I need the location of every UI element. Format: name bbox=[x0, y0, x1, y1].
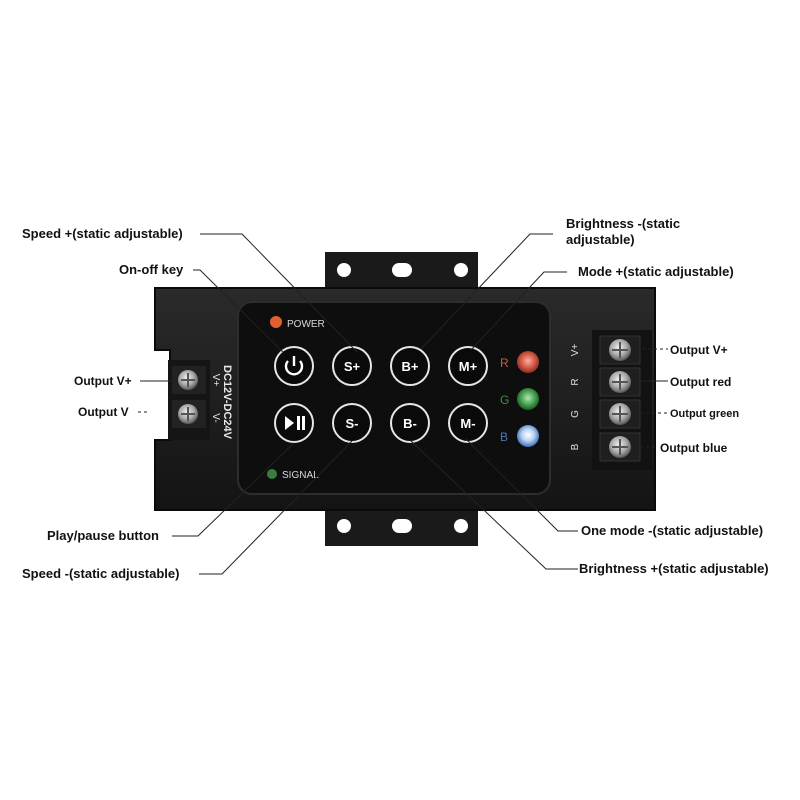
button-bminus[interactable]: B- bbox=[390, 403, 430, 443]
callout-play-pause: Play/pause button bbox=[47, 528, 159, 543]
power-icon bbox=[284, 360, 304, 376]
callout-one-mode-minus: One mode -(static adjustable) bbox=[581, 523, 764, 538]
callout-output-green: Output green bbox=[670, 408, 740, 420]
callout-output-v-left: Output V bbox=[78, 405, 129, 419]
callout-brightness-plus: Brightness +(static adjustable) bbox=[579, 561, 769, 576]
play-pause-icon bbox=[285, 416, 305, 430]
button-mminus[interactable]: M- bbox=[448, 403, 488, 443]
power-indicator-icon bbox=[270, 316, 282, 328]
signal-indicator-icon bbox=[267, 469, 277, 479]
callout-speed-minus: Speed -(static adjustable) bbox=[22, 566, 180, 581]
leader-lines bbox=[138, 233, 668, 575]
callout-on-off-key: On-off key bbox=[119, 262, 184, 277]
callout-brightness-minus-line1: Brightness -(static bbox=[566, 216, 681, 231]
callout-output-red: Output red bbox=[670, 375, 732, 389]
button-sminus[interactable]: S- bbox=[332, 403, 372, 443]
button-bplus[interactable]: B+ bbox=[390, 346, 430, 386]
power-label: POWER bbox=[287, 319, 325, 330]
button-mplus[interactable]: M+ bbox=[448, 346, 488, 386]
on-off-button[interactable] bbox=[274, 346, 314, 386]
button-splus[interactable]: S+ bbox=[332, 346, 372, 386]
callout-brightness-minus-line2: adjustable) bbox=[566, 232, 635, 247]
left-terminal-label-vminus: V- bbox=[210, 413, 221, 422]
blue-led bbox=[517, 425, 539, 447]
right-terminal-label: V+ bbox=[570, 344, 581, 357]
button-label: B- bbox=[403, 416, 417, 431]
led-label-g: G bbox=[500, 393, 509, 407]
button-label: S+ bbox=[344, 359, 361, 374]
voltage-rating-text: DC12V-DC24V bbox=[221, 365, 233, 440]
callout-output-blue: Output blue bbox=[660, 441, 728, 455]
red-led bbox=[517, 351, 539, 373]
signal-label: SIGNAL bbox=[282, 470, 319, 481]
callout-speed-plus: Speed +(static adjustable) bbox=[22, 226, 183, 241]
right-terminal-label: R bbox=[570, 378, 581, 385]
button-label: S- bbox=[346, 416, 359, 431]
callout-mode-plus: Mode +(static adjustable) bbox=[578, 264, 734, 279]
green-led bbox=[517, 388, 539, 410]
callout-output-vplus-right: Output V+ bbox=[670, 343, 728, 357]
right-terminal-label: G bbox=[570, 410, 581, 418]
led-label-b: B bbox=[500, 430, 508, 444]
led-label-r: R bbox=[500, 356, 509, 370]
button-label: M- bbox=[460, 416, 475, 431]
callout-output-vplus-left: Output V+ bbox=[74, 374, 132, 388]
button-label: B+ bbox=[402, 359, 419, 374]
button-label: M+ bbox=[459, 359, 478, 374]
play-pause-button[interactable] bbox=[274, 403, 314, 443]
left-terminal-label-vplus: V+ bbox=[210, 374, 221, 387]
right-terminal-label: B bbox=[570, 443, 581, 450]
